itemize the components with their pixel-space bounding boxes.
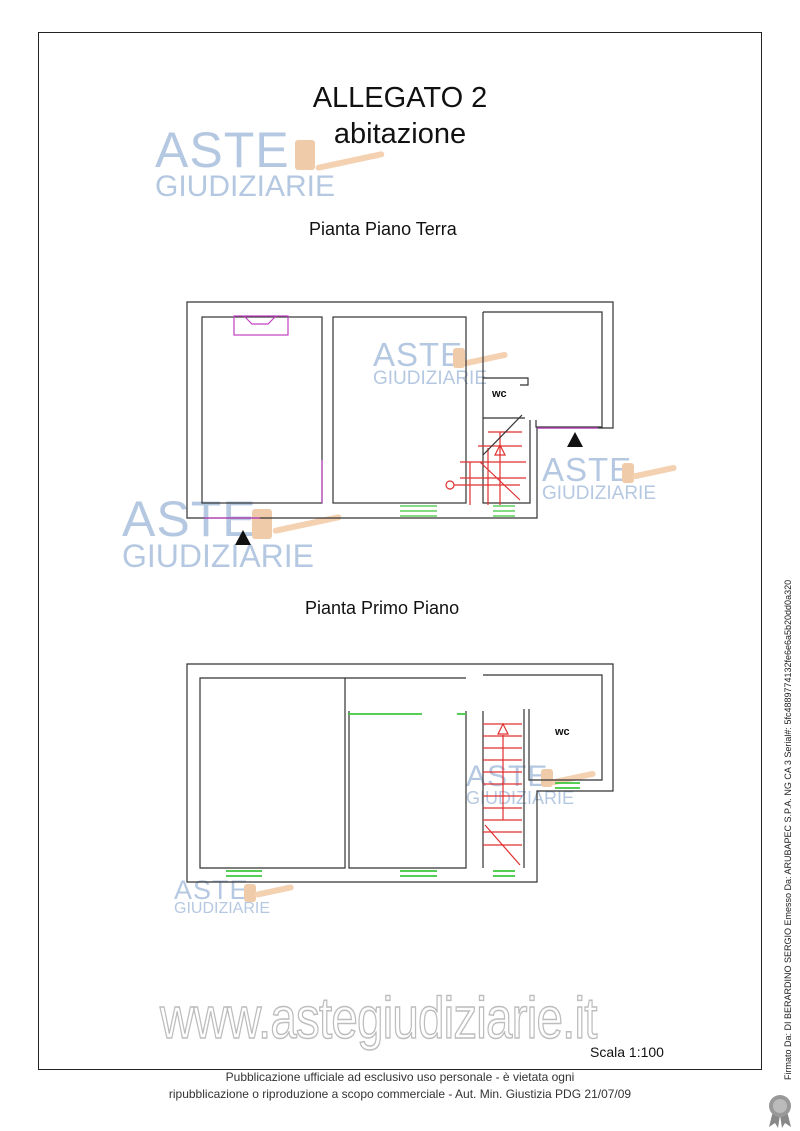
entrance-arrow-icon xyxy=(567,432,583,447)
stair-walls xyxy=(345,677,525,868)
outer-wall xyxy=(186,663,614,883)
room xyxy=(199,677,346,869)
room xyxy=(201,316,323,504)
wc-wall xyxy=(483,377,529,386)
watermark-logo: ASTE GIUDIZIARIE xyxy=(174,876,295,917)
website-watermark: www.astegiudiziarie.it xyxy=(159,985,598,1052)
ground-floor-label: Pianta Piano Terra xyxy=(309,219,457,239)
watermark-logo: ASTE GIUDIZIARIE xyxy=(542,453,678,503)
scale-label: Scala 1:100 xyxy=(590,1044,664,1060)
ground-floor-plan xyxy=(186,301,614,519)
digital-signature: Firmato Da: DI BERARDINO SERGIO Emesso D… xyxy=(783,579,793,1080)
watermark-logo: ASTE GIUDIZIARIE xyxy=(122,494,342,572)
document-subtitle: abitazione xyxy=(333,118,467,150)
first-floor-plan xyxy=(186,663,614,883)
room xyxy=(482,311,603,504)
wc-label: wc xyxy=(555,726,570,738)
page-frame xyxy=(38,32,762,1070)
first-floor-label: Pianta Primo Piano xyxy=(305,598,460,618)
room xyxy=(348,711,467,869)
room xyxy=(332,316,467,504)
notice-line-1: Pubblicazione ufficiale ad esclusivo uso… xyxy=(225,1070,575,1084)
wc-label: wc xyxy=(492,388,507,400)
outer-wall xyxy=(186,301,614,519)
notice-line-2: ripubblicazione o riproduzione a scopo c… xyxy=(168,1087,632,1101)
watermark-logo: ASTE GIUDIZIARIE xyxy=(373,338,509,388)
wc-room xyxy=(483,674,603,781)
seal-ribbon-icon xyxy=(769,1095,791,1128)
watermark-logo: ASTE GIUDIZIARIE xyxy=(466,762,597,807)
watermark-logo: ASTE GIUDIZIARIE xyxy=(155,125,385,202)
document-title: ALLEGATO 2 xyxy=(312,82,488,114)
entrance-arrow-icon xyxy=(235,530,251,545)
